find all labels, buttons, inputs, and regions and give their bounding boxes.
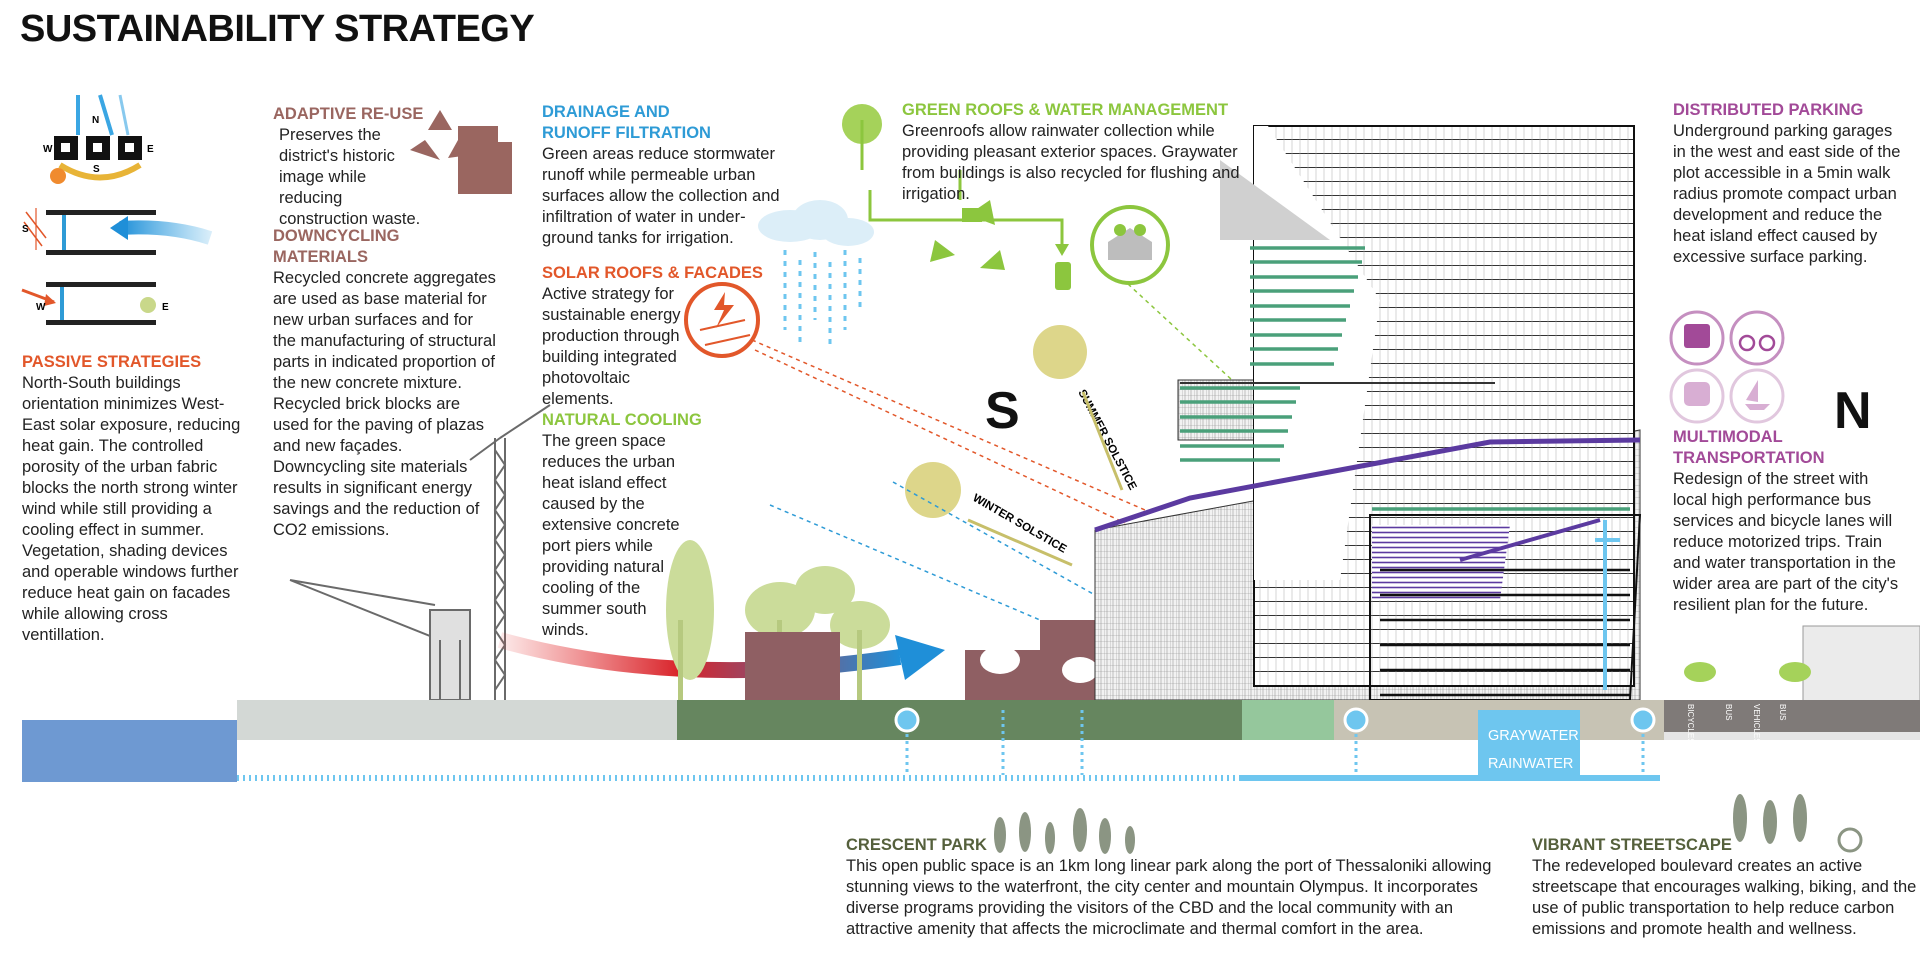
park-body: This open public space is an 1km long li…: [846, 857, 1492, 938]
multimodal-heading-1: MULTIMODAL: [1673, 428, 1783, 446]
adaptive-icons: [410, 110, 512, 194]
water-recycle-icon: [930, 200, 1005, 270]
cooling-block: NATURAL COOLING The green space reduces …: [542, 410, 702, 641]
drainage-heading-1: DRAINAGE AND: [542, 103, 670, 121]
parking-block: DISTRIBUTED PARKING Underground parking …: [1673, 100, 1905, 268]
water-basin: [22, 720, 237, 782]
park-block: CRESCENT PARK This open public space is …: [846, 835, 1511, 940]
greenroofs-body: Greenroofs allow rainwater collection wh…: [902, 122, 1240, 203]
greenroofs-heading: GREEN ROOFS & WATER MANAGEMENT: [902, 101, 1229, 119]
compass-s: S: [93, 164, 100, 175]
tree-icon: [842, 104, 882, 170]
tall-tower: [1220, 125, 1635, 687]
streetscape-heading: VIBRANT STREETSCAPE: [1532, 836, 1732, 854]
streetscape-body: The redeveloped boulevard creates an act…: [1532, 857, 1917, 938]
winter-sun-icon: [905, 462, 961, 518]
passive-diagram: N W E S S W E: [21, 94, 213, 325]
sun-icon: [50, 168, 66, 184]
boat-icon: [1729, 368, 1785, 424]
page-title: SUSTAINABILITY STRATEGY: [20, 8, 535, 50]
passive-body: North-South buildings orientation minimi…: [22, 374, 241, 644]
adaptive-block: ADAPTIVE RE-USE Preserves the district's…: [273, 104, 433, 230]
cooling-body: The green space reduces the urban heat i…: [542, 432, 680, 639]
north-label: N: [1834, 382, 1872, 440]
lane-label: BUS: [1724, 704, 1733, 720]
people-icon: [994, 794, 1863, 854]
parking-floors: [1380, 568, 1630, 697]
drainage-body: Green areas reduce stormwater runoff whi…: [542, 145, 780, 247]
rainwater-label: RAINWATER: [1488, 756, 1573, 772]
purple-roof: [1094, 437, 1641, 533]
greenroofs-block: GREEN ROOFS & WATER MANAGEMENT Greenroof…: [902, 100, 1252, 205]
greenroof-icons: [842, 104, 1233, 381]
multimodal-block: MULTIMODAL TRANSPORTATION Redesign of th…: [1673, 427, 1905, 616]
bicycle-icon: [1729, 310, 1785, 366]
compass-e: E: [147, 144, 154, 155]
parking-heading: DISTRIBUTED PARKING: [1673, 101, 1864, 119]
pier: [237, 700, 677, 740]
svg-text:E: E: [162, 302, 169, 313]
podium-trees: [980, 646, 1098, 683]
south-label: S: [985, 382, 1020, 440]
adaptive-body: Preserves the district's historic image …: [279, 126, 421, 228]
lane-label: BUS: [1778, 704, 1787, 720]
street: [1664, 700, 1920, 732]
greenroof-house-icon: [1090, 205, 1170, 285]
adaptive-heading: ADAPTIVE RE-USE: [273, 105, 424, 123]
compass-n: N: [92, 115, 99, 126]
compass-w: W: [43, 144, 53, 155]
multimodal-body: Redesign of the street with local high p…: [1673, 470, 1899, 614]
lane-label: BICYCLES: [1686, 704, 1695, 744]
cooling-heading: NATURAL COOLING: [542, 411, 702, 429]
multimodal-heading-2: TRANSPORTATION: [1673, 449, 1825, 467]
building-icon: [458, 126, 512, 194]
downcycling-body: Recycled concrete aggregates are used as…: [273, 269, 496, 539]
drainage-heading-2: RUNOFF FILTRATION: [542, 124, 711, 142]
purple-block: [1372, 525, 1510, 600]
summer-solstice-label: SUMMER SOLSTICE: [1075, 388, 1138, 493]
toilet-icon: [1055, 262, 1071, 290]
graywater-label: GRAYWATER: [1488, 728, 1579, 744]
crane-icon: [289, 404, 551, 701]
downcycling-block: DOWNCYCLING MATERIALS Recycled concrete …: [273, 226, 498, 541]
transport-icons: [1669, 310, 1785, 424]
summer-sun-icon: [1033, 325, 1087, 379]
svg-text:W: W: [36, 302, 46, 313]
downcycling-heading: DOWNCYCLING MATERIALS: [273, 227, 400, 266]
solar-panel-icon: [684, 282, 760, 358]
lane-label: VEHICLES: [1752, 704, 1761, 744]
streetscape-block: VIBRANT STREETSCAPE The redeveloped boul…: [1532, 835, 1918, 940]
bus-icon: [1669, 310, 1725, 366]
green-slabs: [1180, 246, 1630, 511]
parking-body: Underground parking garages in the west …: [1673, 122, 1901, 266]
svg-text:S: S: [22, 224, 29, 235]
tree-icon: [140, 297, 156, 313]
passive-block: PASSIVE STRATEGIES North-South buildings…: [22, 352, 247, 646]
park-heading: CRESCENT PARK: [846, 836, 987, 854]
water-tank-icons: [894, 707, 1656, 733]
solar-heading: SOLAR ROOFS & FACADES: [542, 264, 763, 282]
pavilion: [745, 632, 840, 702]
street-lanes: BICYCLES BUS VEHICLES BUS: [1686, 704, 1787, 744]
east-building: [1802, 625, 1920, 704]
recycle-icon: [410, 110, 470, 160]
train-icon: [1669, 368, 1725, 424]
rain-cloud-icon: [758, 200, 874, 350]
winter-solstice-label: WINTER SOLSTICE: [971, 492, 1069, 556]
water-tank: [1478, 710, 1580, 778]
passive-heading: PASSIVE STRATEGIES: [22, 353, 202, 371]
park-ground: [677, 700, 1242, 740]
street-trees: [1684, 662, 1811, 682]
solar-block: SOLAR ROOFS & FACADES Active strategy fo…: [542, 263, 763, 410]
solar-body: Active strategy for sustainable energy p…: [542, 285, 681, 408]
drainage-block: DRAINAGE AND RUNOFF FILTRATION Green are…: [542, 102, 787, 249]
